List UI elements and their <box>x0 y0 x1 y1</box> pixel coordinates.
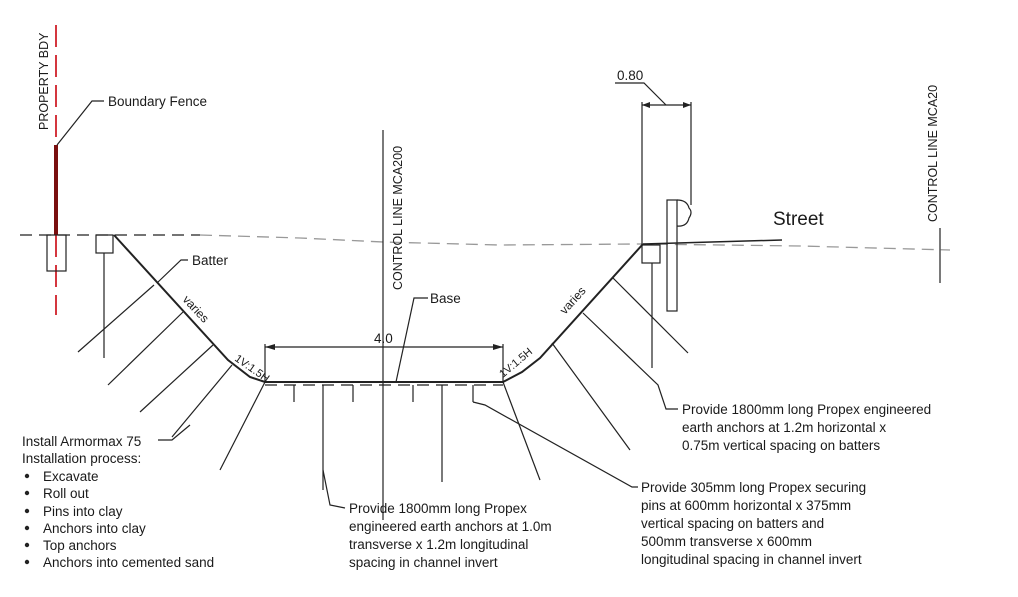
note-line: Provide 1800mm long Propex <box>349 501 527 516</box>
install-step: Excavate <box>43 469 99 484</box>
install-step: Anchors into cemented sand <box>43 555 214 570</box>
invert-anchors-note: Provide 1800mm long Propex engineered ea… <box>349 501 552 570</box>
note-line: vertical spacing on batters and <box>641 516 824 531</box>
note-line: 500mm transverse x 600mm <box>641 534 812 549</box>
ground-line <box>199 234 951 251</box>
left-top-block <box>95 234 114 254</box>
base-leader <box>395 297 428 383</box>
batter-anchors-note: Provide 1800mm long Propex engineered ea… <box>682 402 931 453</box>
invert-pins-and-anchors <box>293 381 541 490</box>
right-top-block <box>641 244 661 264</box>
boundary-fence-leader <box>56 100 104 146</box>
securing-pins-note: Provide 305mm long Propex securing pins … <box>641 480 866 567</box>
fence-footing <box>46 234 67 272</box>
batter-label: Batter <box>192 253 229 268</box>
install-title: Install Armormax 75 <box>22 434 141 449</box>
wall-dim-leader <box>615 82 667 106</box>
kerb-post <box>666 199 678 312</box>
batter-anchors-leader <box>582 312 678 410</box>
install-step: Anchors into clay <box>43 521 146 536</box>
base-dim-arrow-right <box>493 344 503 350</box>
note-line: engineered earth anchors at 1.0m <box>349 519 552 534</box>
note-line: pins at 600mm horizontal x 375mm <box>641 498 851 513</box>
install-step: Top anchors <box>43 538 117 553</box>
note-line: transverse x 1.2m longitudinal <box>349 537 528 552</box>
install-step: Pins into clay <box>43 504 123 519</box>
install-steps: Excavate Roll out Pins into clay Anchors… <box>24 469 214 570</box>
wall-dim-arrow-right <box>683 102 691 108</box>
install-notes: Install Armormax 75 Installation process… <box>22 434 214 570</box>
channel-profile <box>113 234 644 383</box>
base-label: Base <box>430 291 461 306</box>
note-line: earth anchors at 1.2m horizontal x <box>682 420 886 435</box>
base-dim-arrow-left <box>265 344 275 350</box>
note-line: longitudinal spacing in channel invert <box>641 552 862 567</box>
note-line: Provide 305mm long Propex securing <box>641 480 866 495</box>
right-batter-anchors <box>551 277 689 451</box>
note-line: spacing in channel invert <box>349 555 498 570</box>
control-line-right-label: CONTROL LINE MCA20 <box>926 85 940 222</box>
wall-dim-arrow-left <box>642 102 650 108</box>
varies-right-label: varies <box>557 284 589 317</box>
street-label: Street <box>773 209 824 230</box>
invert-anchors-leader <box>322 469 346 509</box>
boundary-fence-label: Boundary Fence <box>108 94 207 109</box>
left-batter-anchors <box>77 284 266 471</box>
control-line-center-label: CONTROL LINE MCA200 <box>391 146 405 290</box>
securing-pins-leader <box>472 401 638 488</box>
note-line: Provide 1800mm long Propex engineered <box>682 402 931 417</box>
kerb-bumps <box>676 199 692 227</box>
note-line: 0.75m vertical spacing on batters <box>682 438 880 453</box>
property-boundary-label: PROPERTY BDY <box>37 32 51 130</box>
batter-leader <box>156 259 188 284</box>
install-step: Roll out <box>43 486 89 501</box>
street-line <box>642 239 783 245</box>
install-subtitle: Installation process: <box>22 451 141 466</box>
varies-left-label: varies <box>180 292 212 325</box>
install-leader <box>158 424 191 441</box>
wall-width-label: 0.80 <box>617 68 643 83</box>
